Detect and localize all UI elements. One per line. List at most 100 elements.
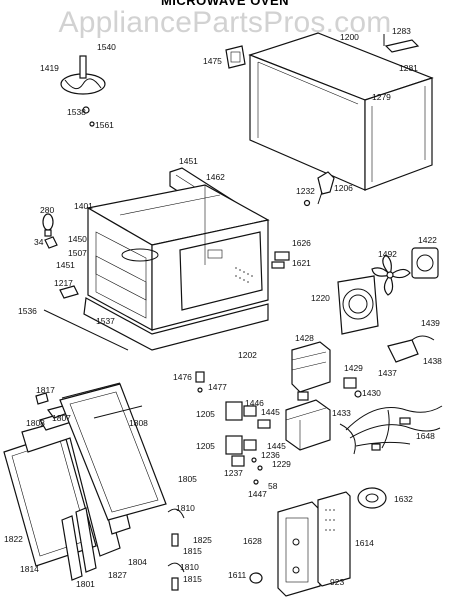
label-1805: 1805 bbox=[178, 474, 197, 484]
label-1437: 1437 bbox=[378, 368, 397, 378]
label-1401: 1401 bbox=[74, 201, 93, 211]
label-34: 34 bbox=[34, 237, 44, 247]
label-923: 923 bbox=[330, 577, 344, 587]
label-1232: 1232 bbox=[296, 186, 315, 196]
watermark-text: AppliancePartsPros.com bbox=[58, 6, 392, 39]
label-1279: 1279 bbox=[372, 92, 391, 102]
part-1217-drawing bbox=[59, 285, 79, 299]
label-1445-upper: 1445 bbox=[261, 407, 280, 417]
part-1628-drawing bbox=[277, 501, 321, 597]
part-1611-drawing bbox=[249, 572, 263, 584]
part-1632-drawing bbox=[357, 487, 387, 509]
label-1422: 1422 bbox=[418, 235, 437, 245]
page-title: MICROWAVE OVEN bbox=[160, 0, 290, 8]
label-1429: 1429 bbox=[344, 363, 363, 373]
label-1621: 1621 bbox=[292, 258, 311, 268]
label-1217: 1217 bbox=[54, 278, 73, 288]
label-1810-upper: 1810 bbox=[176, 503, 195, 513]
label-1537: 1537 bbox=[96, 316, 115, 326]
label-1205-upper: 1205 bbox=[196, 409, 215, 419]
part-1648-drawing bbox=[339, 405, 443, 455]
label-1801: 1801 bbox=[76, 579, 95, 589]
label-1419: 1419 bbox=[40, 63, 59, 73]
label-1206: 1206 bbox=[334, 183, 353, 193]
label-1438: 1438 bbox=[423, 356, 442, 366]
part-1430-drawing bbox=[354, 390, 362, 398]
part-280-drawing bbox=[42, 213, 54, 237]
label-1628: 1628 bbox=[243, 536, 262, 546]
part-1475-drawing bbox=[225, 45, 246, 69]
label-1200: 1200 bbox=[340, 32, 359, 42]
part-1438-drawing bbox=[387, 335, 435, 363]
part-1281-drawing bbox=[384, 39, 420, 53]
label-1815-upper: 1815 bbox=[183, 546, 202, 556]
part-34-drawing bbox=[44, 236, 58, 249]
part-1621-drawing bbox=[271, 251, 290, 269]
part-1614-drawing bbox=[317, 491, 351, 587]
label-1281: 1281 bbox=[399, 63, 418, 73]
label-1810-lower: 1810 bbox=[180, 562, 199, 572]
part-1476-drawing bbox=[195, 371, 205, 393]
label-1450: 1450 bbox=[68, 234, 87, 244]
label-1807: 1807 bbox=[52, 413, 71, 423]
label-1237: 1237 bbox=[224, 468, 243, 478]
part-1220-drawing bbox=[337, 275, 379, 335]
label-1433: 1433 bbox=[332, 408, 351, 418]
label-1507: 1507 bbox=[68, 248, 87, 258]
label-1220: 1220 bbox=[311, 293, 330, 303]
label-1626: 1626 bbox=[292, 238, 311, 248]
label-1475: 1475 bbox=[203, 56, 222, 66]
part-1206-drawing bbox=[303, 171, 335, 207]
label-1536: 1536 bbox=[18, 306, 37, 316]
label-1815-lower: 1815 bbox=[183, 574, 202, 584]
label-1825: 1825 bbox=[193, 535, 212, 545]
label-1822: 1822 bbox=[4, 534, 23, 544]
label-1445-lower: 1445 bbox=[267, 441, 286, 451]
label-1808-left: 1808 bbox=[26, 418, 45, 428]
label-1283: 1283 bbox=[392, 26, 411, 36]
label-1540: 1540 bbox=[97, 42, 116, 52]
outer-case-drawing bbox=[248, 32, 434, 191]
label-1648: 1648 bbox=[416, 431, 435, 441]
label-1236: 1236 bbox=[261, 450, 280, 460]
label-1439: 1439 bbox=[421, 318, 440, 328]
label-1476: 1476 bbox=[173, 372, 192, 382]
part-1419-drawing bbox=[60, 55, 106, 127]
label-1451-upper: 1451 bbox=[179, 156, 198, 166]
label-58: 58 bbox=[268, 481, 278, 491]
label-1817: 1817 bbox=[36, 385, 55, 395]
label-1477: 1477 bbox=[208, 382, 227, 392]
label-1451-lower: 1451 bbox=[56, 260, 75, 270]
label-1430: 1430 bbox=[362, 388, 381, 398]
label-1447: 1447 bbox=[248, 489, 267, 499]
door-assembly-drawing bbox=[3, 382, 167, 581]
label-1229: 1229 bbox=[272, 459, 291, 469]
part-1422-drawing bbox=[411, 247, 439, 279]
label-1814: 1814 bbox=[20, 564, 39, 574]
part-1429-drawing bbox=[343, 377, 357, 389]
part-1810-drawing bbox=[167, 508, 185, 591]
label-1614: 1614 bbox=[355, 538, 374, 548]
label-1561: 1561 bbox=[95, 120, 114, 130]
part-1433-drawing bbox=[285, 399, 331, 451]
part-1205-upper-drawing bbox=[225, 401, 271, 429]
label-1492: 1492 bbox=[378, 249, 397, 259]
oven-cavity-drawing bbox=[86, 184, 270, 332]
part-1205-lower-drawing bbox=[225, 435, 263, 485]
label-280: 280 bbox=[40, 205, 54, 215]
label-1827: 1827 bbox=[108, 570, 127, 580]
label-1202: 1202 bbox=[238, 350, 257, 360]
label-1428: 1428 bbox=[295, 333, 314, 343]
part-1536-drawing bbox=[43, 309, 129, 351]
label-1611: 1611 bbox=[228, 570, 247, 580]
part-1202-drawing bbox=[83, 297, 269, 351]
label-1808-right: 1808 bbox=[129, 418, 148, 428]
label-1538: 1538 bbox=[67, 107, 86, 117]
label-1205-lower: 1205 bbox=[196, 441, 215, 451]
part-1492-drawing bbox=[371, 254, 411, 296]
part-1428-drawing bbox=[291, 341, 331, 401]
label-1462: 1462 bbox=[206, 172, 225, 182]
label-1446: 1446 bbox=[245, 398, 264, 408]
label-1632: 1632 bbox=[394, 494, 413, 504]
